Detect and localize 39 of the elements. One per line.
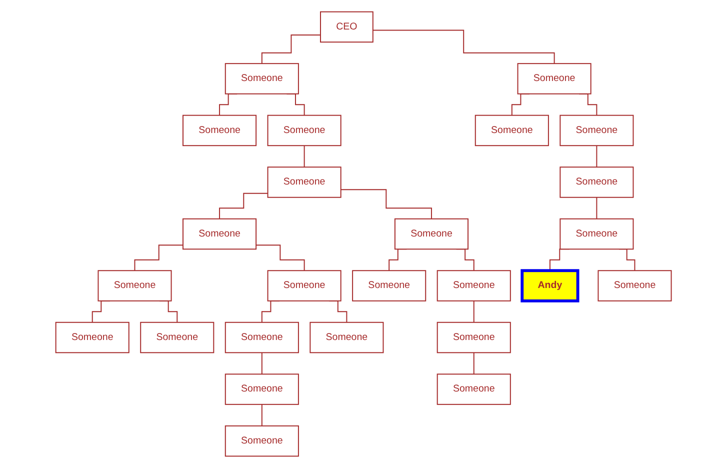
node-box: Someone xyxy=(140,321,215,353)
node-box: Someone xyxy=(182,218,257,250)
connector xyxy=(474,300,475,322)
connector xyxy=(474,352,475,374)
node-box: Someone xyxy=(560,166,634,198)
node-box: Someone xyxy=(182,114,257,146)
node-box: Someone xyxy=(475,114,550,146)
node-box: Someone xyxy=(598,270,672,301)
connector xyxy=(262,352,263,374)
node-box: Someone xyxy=(310,321,384,353)
node-box: Someone xyxy=(518,62,592,94)
node-box: Someone xyxy=(225,62,300,94)
node-box: CEO xyxy=(320,10,374,42)
node-box: Someone xyxy=(56,321,130,353)
node-box: Someone xyxy=(560,114,634,146)
node-box: Someone xyxy=(437,321,512,353)
node-box: Someone xyxy=(225,424,300,456)
node-box: Someone xyxy=(394,218,469,250)
node-box: Someone xyxy=(437,373,512,404)
node-box: Andy xyxy=(521,268,580,302)
node-box: Someone xyxy=(268,114,342,146)
connector xyxy=(372,29,556,64)
connector xyxy=(596,196,598,219)
connector xyxy=(340,188,432,219)
node-box: Someone xyxy=(98,270,172,301)
node-box: Someone xyxy=(352,270,427,301)
connector xyxy=(220,192,269,219)
connector xyxy=(256,244,306,271)
connector xyxy=(304,144,306,168)
connector xyxy=(134,244,184,271)
node-box: Someone xyxy=(225,321,300,353)
connector xyxy=(262,403,263,426)
node-box: Someone xyxy=(560,218,634,250)
node-box: Someone xyxy=(268,270,342,301)
node-box: Someone xyxy=(437,270,512,301)
node-box: Someone xyxy=(268,166,342,198)
node-box: Someone xyxy=(225,373,300,404)
connector xyxy=(262,34,322,64)
connector xyxy=(596,144,598,168)
